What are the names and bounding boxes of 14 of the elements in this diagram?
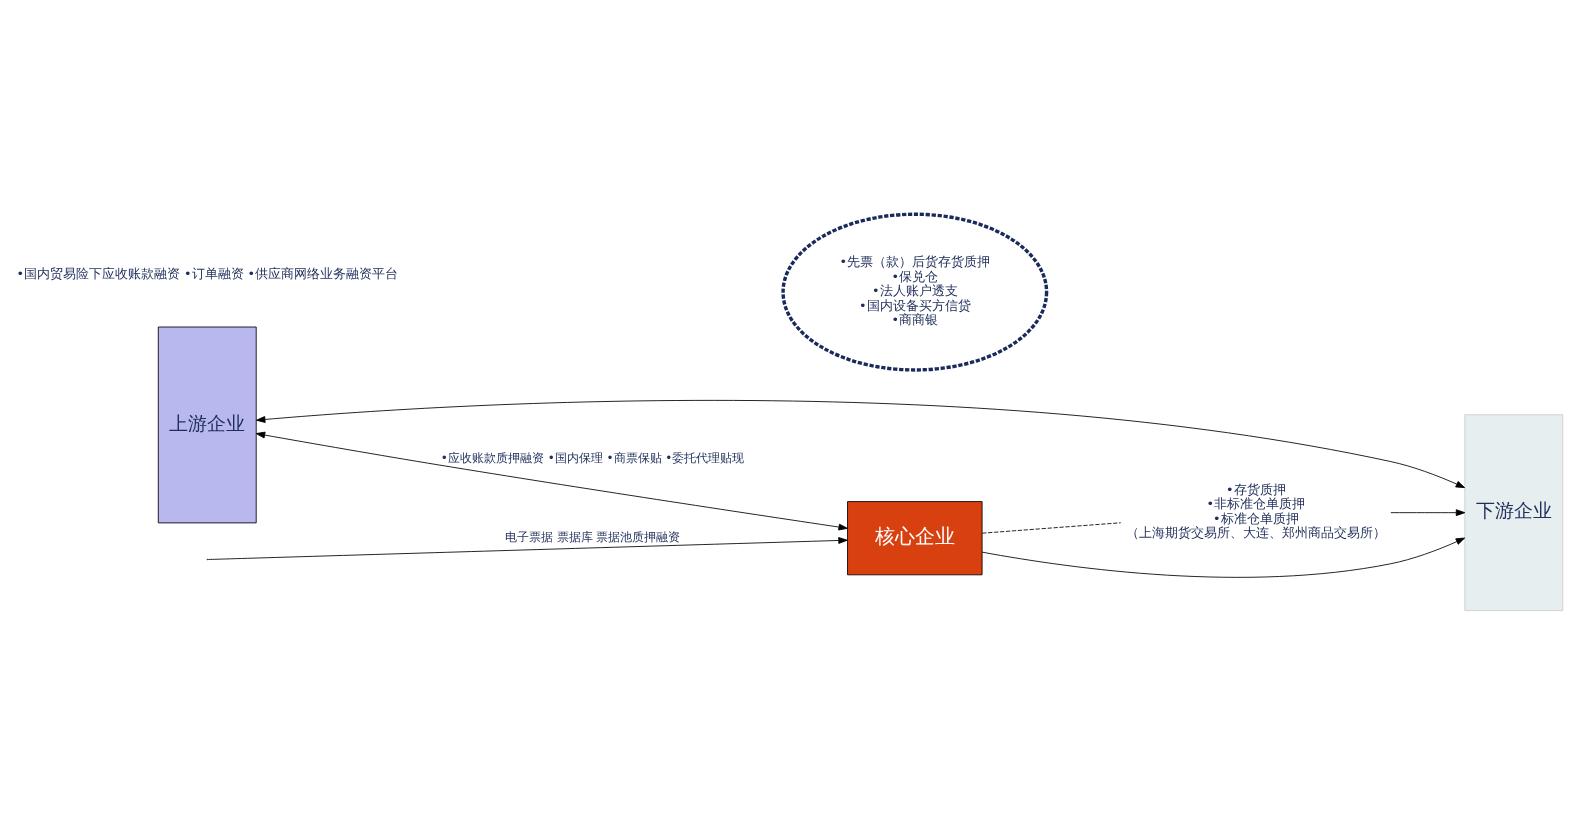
connector — [981, 521, 1122, 534]
edge-label: 电子票据 票据库 票据池质押融资 — [504, 529, 681, 544]
edge-label: •应收账款质押融资 •国内保理 •商票保贴 •委托代理贴现 — [440, 450, 745, 465]
label: •国内贸易险下应收账款融资 •订单融资 •供应商网络业务融资平台 — [16, 265, 399, 281]
arrow — [255, 431, 848, 530]
arrow — [256, 399, 1466, 488]
node-box: 上游企业 — [157, 326, 257, 523]
node-box: 核心企业 — [847, 500, 983, 575]
arrow — [1390, 508, 1466, 516]
node-text: •存货质押 •非标准仓单质押 •标准仓单质押 （上海期货交易所、大连、郑州商品交易所） — [1125, 481, 1386, 540]
node-ellipse: •先票（款）后货存货质押 •保兑仓 •法人账户透支 •国内设备买方信贷 •商商银 — [781, 212, 1049, 372]
arrow — [981, 537, 1466, 578]
arrow — [207, 536, 848, 560]
node-box: 下游企业 — [1464, 413, 1564, 611]
